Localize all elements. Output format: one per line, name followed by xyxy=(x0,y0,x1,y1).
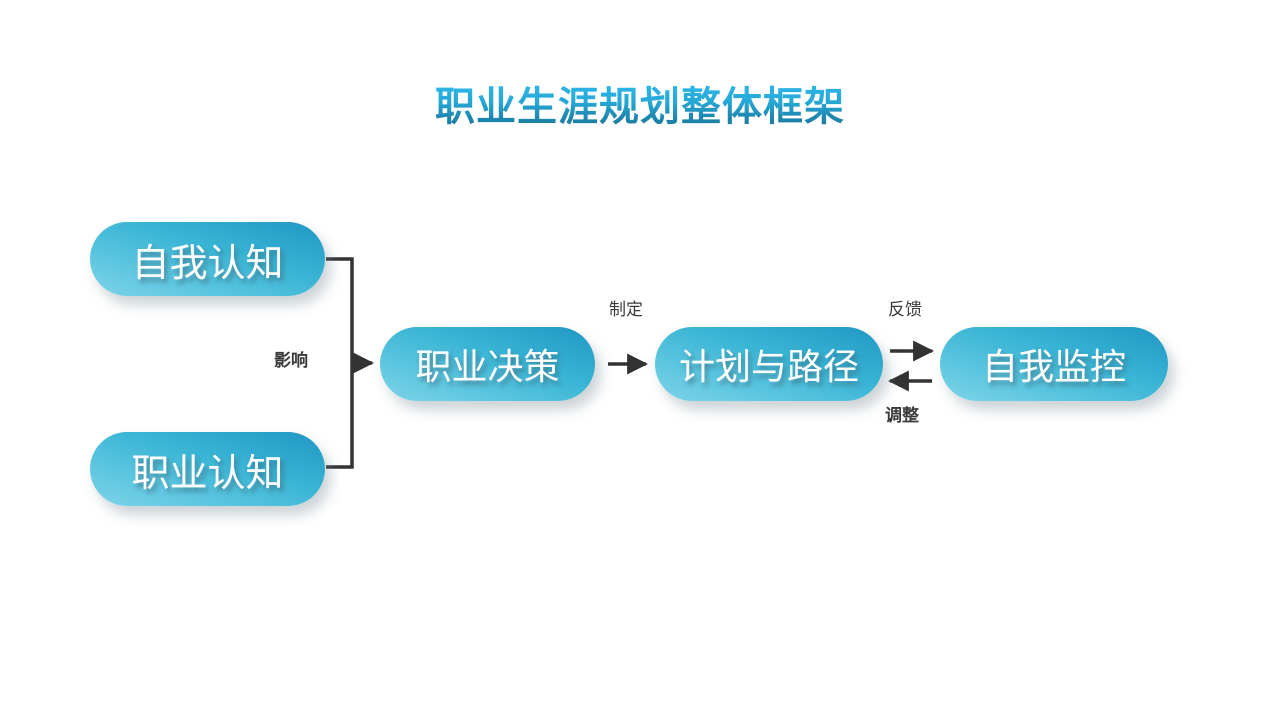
node-label: 计划与路径 xyxy=(678,347,859,387)
edge-label-make: 制定 xyxy=(609,300,643,319)
edge-label-adjust: 调整 xyxy=(885,406,919,425)
edge-label-feedback: 反馈 xyxy=(888,300,922,319)
bracket-connector-influence xyxy=(326,257,375,469)
node-career-decision[interactable]: 职业决策 xyxy=(380,327,595,401)
page-title: 职业生涯规划整体框架 xyxy=(0,82,1280,132)
edge-label-influence: 影响 xyxy=(274,351,308,370)
node-label: 自我监控 xyxy=(981,347,1126,387)
node-self-cognition[interactable]: 自我认知 xyxy=(90,222,325,296)
node-career-cognition[interactable]: 职业认知 xyxy=(90,432,325,506)
node-label: 自我认知 xyxy=(131,242,284,285)
node-self-monitor[interactable]: 自我监控 xyxy=(940,327,1168,401)
node-label: 职业决策 xyxy=(415,347,560,387)
node-label: 职业认知 xyxy=(131,452,284,495)
node-plan-path[interactable]: 计划与路径 xyxy=(655,327,883,401)
